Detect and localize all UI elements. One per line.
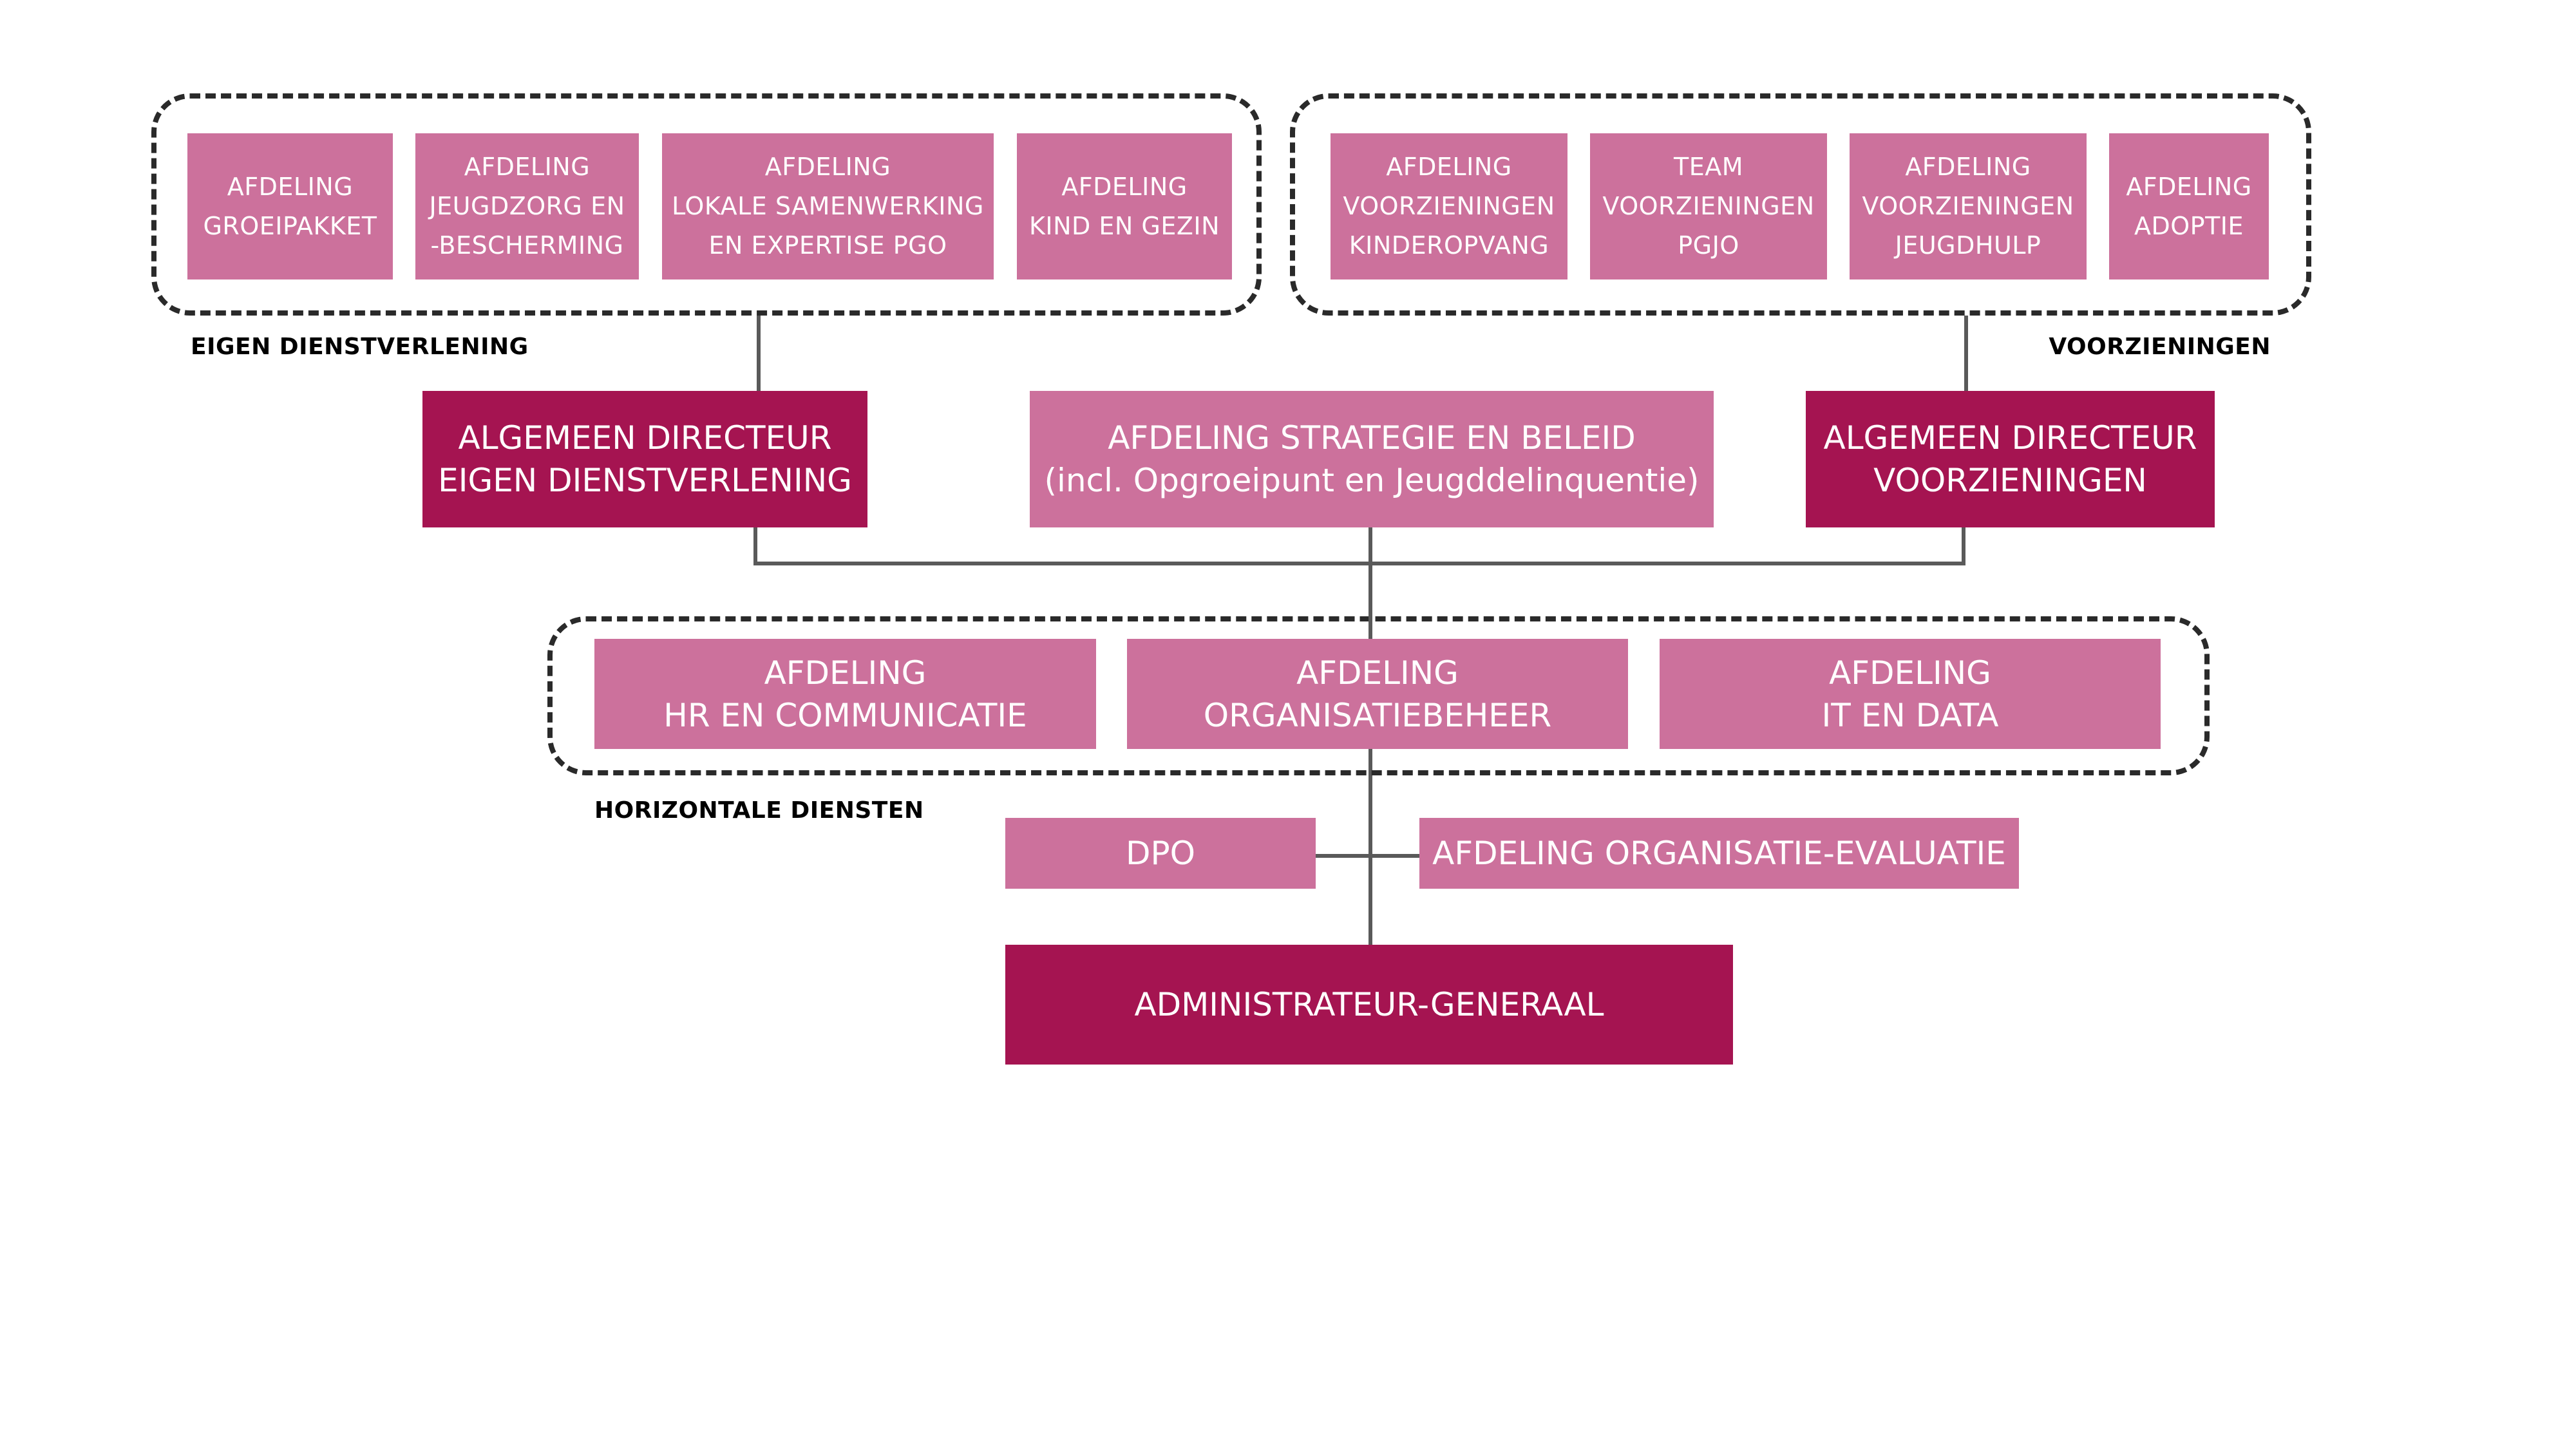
connector-director-eigen-down (753, 527, 757, 565)
administrateur-generaal[interactable]: ADMINISTRATEUR-GENERAAL (1005, 945, 1733, 1065)
dept-label: AFDELING IT EN DATA (1821, 654, 1999, 734)
connector-horizontal-bar (753, 562, 1965, 565)
dept-label: AFDELING KIND EN GEZIN (1028, 172, 1220, 240)
dept-organisatie-evaluatie[interactable]: AFDELING ORGANISATIE-EVALUATIE (1419, 818, 2019, 889)
top-label: ADMINISTRATEUR-GENERAAL (1134, 986, 1604, 1023)
dept-label: AFDELING VOORZIENINGEN KINDEROPVANG (1343, 153, 1555, 260)
staff-dpo[interactable]: DPO (1005, 818, 1316, 889)
group-label-horizontale-diensten: HORIZONTALE DIENSTEN (594, 797, 924, 824)
dept-kinderopvang[interactable]: AFDELING VOORZIENINGEN KINDEROPVANG (1331, 133, 1567, 279)
dept-jeugdzorg[interactable]: AFDELING JEUGDZORG EN -BESCHERMING (415, 133, 639, 279)
connector-spine-overlay (1368, 616, 1372, 639)
dept-label: AFDELING GROEIPAKKET (203, 172, 377, 240)
group-label-eigen-dienstverlening: EIGEN DIENSTVERLENING (191, 334, 529, 360)
group-eigen-dienstverlening (151, 93, 1262, 316)
director-voorzieningen[interactable]: ALGEMEEN DIRECTEUR VOORZIENINGEN (1806, 391, 2215, 527)
director-label: ALGEMEEN DIRECTEUR VOORZIENINGEN (1823, 419, 2197, 499)
connector-voorz-to-director (1964, 316, 1968, 391)
group-horizontale-diensten (547, 616, 2210, 775)
dept-hr-communicatie[interactable]: AFDELING HR EN COMMUNICATIE (594, 639, 1096, 749)
dept-groeipakket[interactable]: AFDELING GROEIPAKKET (187, 133, 393, 279)
dept-label: AFDELING VOORZIENINGEN JEUGDHULP (1862, 153, 2074, 260)
dept-kind-en-gezin[interactable]: AFDELING KIND EN GEZIN (1017, 133, 1232, 279)
dept-label: AFDELING HR EN COMMUNICATIE (663, 654, 1027, 734)
dept-label: AFDELING ORGANISATIEBEHEER (1203, 654, 1552, 734)
group-voorzieningen (1290, 93, 2311, 316)
dept-label: AFDELING ORGANISATIE-EVALUATIE (1432, 835, 2006, 872)
dept-lokale-samenwerking[interactable]: AFDELING LOKALE SAMENWERKING EN EXPERTIS… (662, 133, 994, 279)
team-pgjo[interactable]: TEAM VOORZIENINGEN PGJO (1590, 133, 1827, 279)
dept-label: AFDELING ADOPTIE (2126, 172, 2252, 240)
dept-label: AFDELING STRATEGIE EN BELEID (incl. Opgr… (1044, 419, 1700, 499)
dept-organisatiebeheer[interactable]: AFDELING ORGANISATIEBEHEER (1127, 639, 1628, 749)
dept-strategie-en-beleid[interactable]: AFDELING STRATEGIE EN BELEID (incl. Opgr… (1030, 391, 1714, 527)
dept-jeugdhulp[interactable]: AFDELING VOORZIENINGEN JEUGDHULP (1850, 133, 2087, 279)
connector-eigen-to-director (757, 316, 761, 391)
group-label-voorzieningen: VOORZIENINGEN (2049, 334, 2271, 360)
director-eigen-dienstverlening[interactable]: ALGEMEEN DIRECTEUR EIGEN DIENSTVERLENING (422, 391, 867, 527)
staff-label: DPO (1125, 835, 1195, 872)
director-label: ALGEMEEN DIRECTEUR EIGEN DIENSTVERLENING (438, 419, 852, 499)
dept-it-en-data[interactable]: AFDELING IT EN DATA (1660, 639, 2161, 749)
connector-director-voorz-down (1962, 527, 1965, 565)
dept-label: AFDELING JEUGDZORG EN -BESCHERMING (429, 153, 625, 260)
dept-adoptie[interactable]: AFDELING ADOPTIE (2109, 133, 2269, 279)
dept-label: AFDELING LOKALE SAMENWERKING EN EXPERTIS… (672, 153, 984, 260)
connector-staff-bar (1316, 854, 1419, 858)
dept-label: TEAM VOORZIENINGEN PGJO (1602, 153, 1815, 260)
